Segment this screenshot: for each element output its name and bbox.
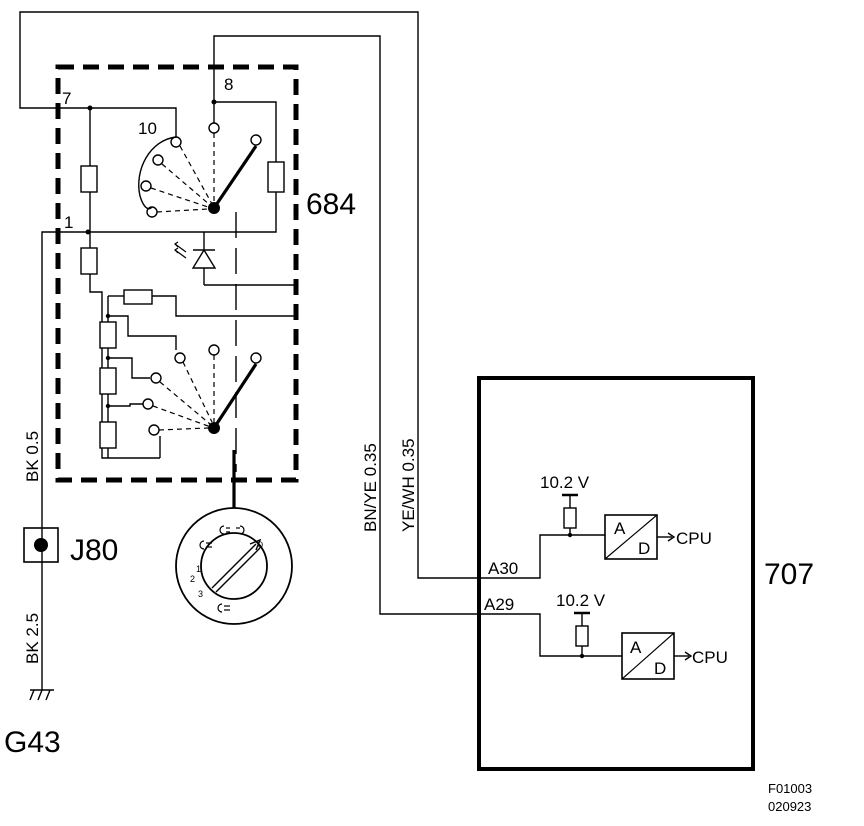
ladder-tap-2 <box>108 357 150 379</box>
connector-j80-box <box>23 527 59 563</box>
resistor-r3 <box>267 161 285 193</box>
resistor-r6 <box>99 367 117 395</box>
adc-1-label-a: A <box>614 519 626 538</box>
contact-u6 <box>250 134 262 146</box>
upper-pivot <box>208 202 220 214</box>
adc-1-label-d: D <box>638 539 650 558</box>
label-wire-bk-25: BK 2.5 <box>23 613 42 664</box>
contact-u3 <box>140 180 152 192</box>
knob-pointer-b <box>215 547 261 593</box>
wire-pin1-to-ground <box>41 231 88 690</box>
label-684: 684 <box>306 188 356 221</box>
knob-label-2: 2 <box>190 574 195 584</box>
knob-pointer-a <box>211 543 257 589</box>
pullup-resistor-1 <box>563 507 577 529</box>
ecu-707-housing <box>477 376 755 771</box>
label-wire-bnye: BN/YE 0.35 <box>361 443 380 532</box>
ladder-wire-b <box>152 295 296 317</box>
resistor-r4 <box>123 289 153 305</box>
resistor-r2 <box>80 247 98 275</box>
resistor-r1 <box>80 165 98 193</box>
led-diode <box>191 248 217 269</box>
adc-2-label-d: D <box>654 659 666 678</box>
lower-pivot <box>208 422 220 434</box>
adc-2-label-a: A <box>630 638 642 657</box>
figure-id: F01003 <box>768 781 812 796</box>
label-voltage-1: 10.2 V <box>540 473 590 492</box>
led-light-arrows <box>174 241 187 259</box>
connector-j80-dot <box>34 538 48 552</box>
internal-wire-8 <box>214 101 277 162</box>
node-a29 <box>579 653 585 659</box>
label-pin-10: 10 <box>138 119 157 138</box>
contact-l5 <box>208 344 220 356</box>
knob-label-0: 0 <box>258 540 263 550</box>
pullup-resistor-2 <box>575 625 589 647</box>
adc-1-diag <box>604 514 658 560</box>
label-pin-8: 8 <box>224 75 233 94</box>
figure-date: 020923 <box>768 799 811 814</box>
label-a29: A29 <box>484 595 514 614</box>
ladder-tap-1 <box>108 315 177 350</box>
ladder-tap-3 <box>108 403 144 407</box>
contact-l3 <box>142 398 154 410</box>
contact-arc-u <box>138 136 177 210</box>
internal-wire-r3-to-pin1 <box>88 192 277 233</box>
upper-wiper <box>212 145 258 209</box>
label-a30: A30 <box>488 559 518 578</box>
label-cpu-2: CPU <box>692 648 728 667</box>
wire-pin8-to-a29 <box>213 35 622 657</box>
knob-label-1: 1 <box>196 564 201 574</box>
contact-u1 <box>170 136 182 148</box>
node-a30 <box>567 532 573 538</box>
label-voltage-2: 10.2 V <box>556 591 606 610</box>
contact-u2 <box>152 154 164 166</box>
label-g43: G43 <box>4 726 61 759</box>
knob-lamp-symbols <box>199 525 245 613</box>
wire-pin7-to-a30 <box>19 11 605 579</box>
knob-arrow <box>249 538 262 551</box>
resistor-r5 <box>99 321 117 349</box>
contact-l4 <box>148 424 160 436</box>
label-j80: J80 <box>70 534 118 567</box>
contact-l2 <box>150 372 162 384</box>
adc-2-arrow <box>684 651 693 661</box>
contact-l6 <box>250 352 262 364</box>
label-pin-1: 1 <box>64 213 73 232</box>
internal-wire-7 <box>56 107 177 138</box>
label-wire-bk-05: BK 0.5 <box>23 431 42 482</box>
adc-1-arrow <box>667 532 676 542</box>
lower-wiper <box>212 363 258 429</box>
label-wire-yewh: YE/WH 0.35 <box>399 438 418 532</box>
label-pin-7: 7 <box>62 89 71 108</box>
internal-wire-r2-down <box>89 274 160 459</box>
contact-u5 <box>208 122 220 134</box>
dash-lines-lower <box>152 355 215 431</box>
contact-l1 <box>174 352 186 364</box>
resistor-r7 <box>99 421 117 449</box>
label-cpu-1: CPU <box>676 529 712 548</box>
ground-symbol <box>29 689 54 701</box>
knob-label-3: 3 <box>198 589 203 599</box>
label-707: 707 <box>764 558 814 591</box>
adc-2-diag <box>621 632 675 680</box>
dash-lines-upper <box>150 133 215 213</box>
